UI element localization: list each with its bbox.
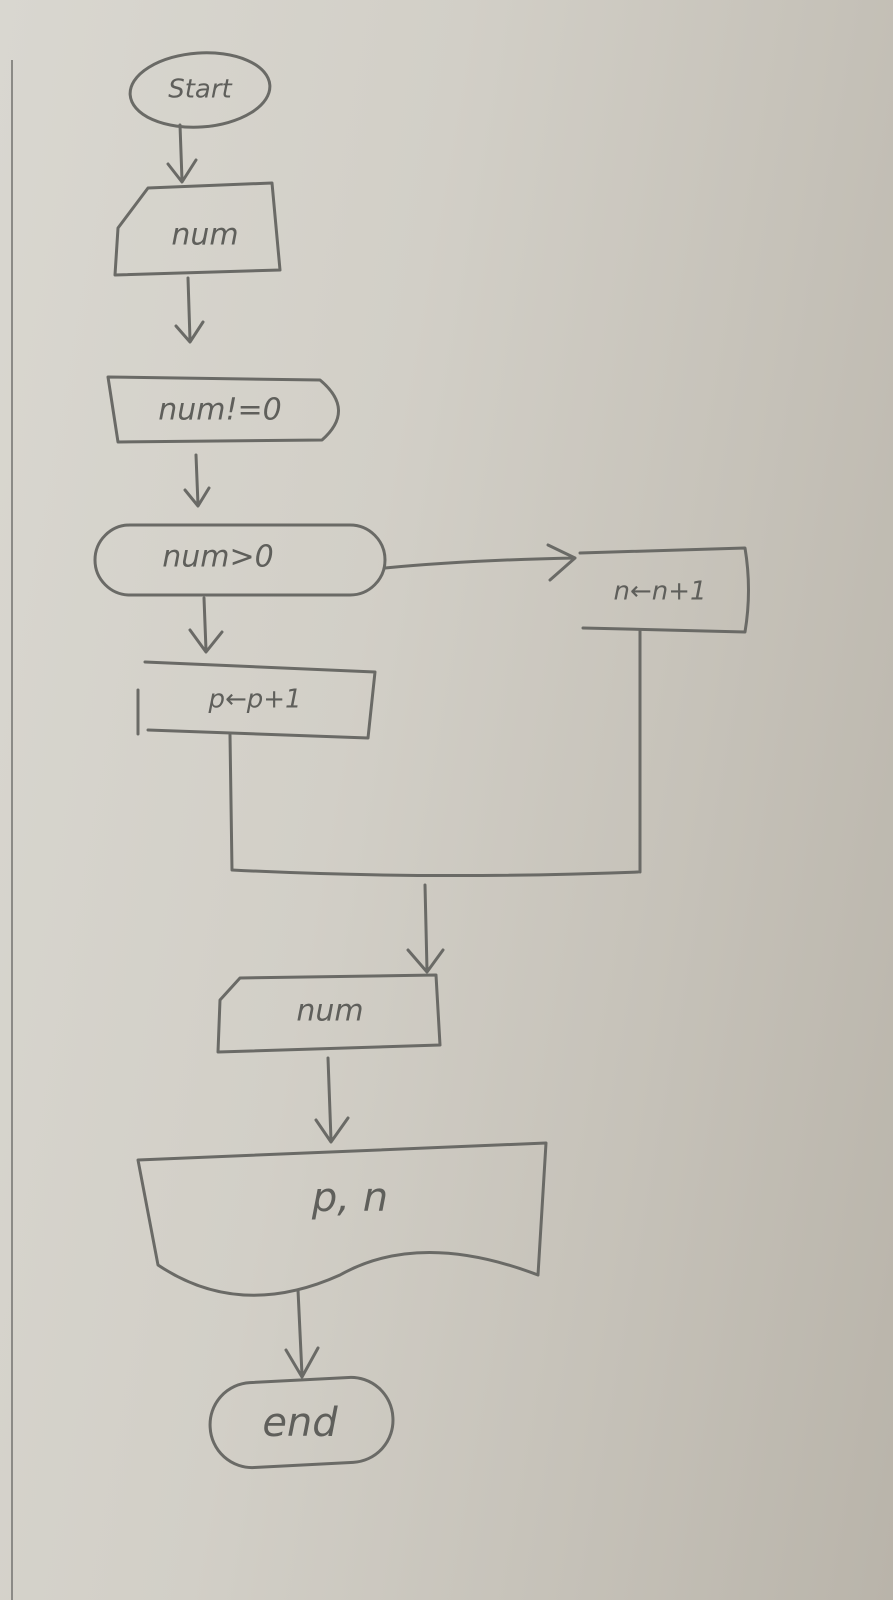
edge-positive-to-p <box>188 596 224 654</box>
input-num-label: num <box>171 218 238 253</box>
check-nonzero-label: num!=0 <box>158 393 282 428</box>
output-pn-node: p, n <box>136 1141 548 1297</box>
edge-input2-to-output <box>314 1056 350 1144</box>
end-label: end <box>262 1400 338 1446</box>
edge-start-to-input <box>166 123 198 184</box>
check-positive-label: num>0 <box>162 540 273 575</box>
start-node: Start <box>128 51 272 129</box>
increment-n-label: n←n+1 <box>613 577 706 607</box>
edge-input-to-nonzero <box>174 276 205 344</box>
edge-merge-to-input2 <box>406 883 445 974</box>
increment-p-node: p←p+1 <box>136 660 377 740</box>
end-node: end <box>208 1375 395 1470</box>
edge-nonzero-to-positive <box>183 453 211 508</box>
increment-n-node: n←n+1 <box>578 546 750 634</box>
output-pn-label: p, n <box>311 1175 388 1221</box>
edge-p-to-merge <box>228 733 640 878</box>
edge-positive-to-n <box>383 543 577 582</box>
edge-output-to-end <box>284 1288 320 1379</box>
check-nonzero-node: num!=0 <box>106 375 340 444</box>
increment-p-label: p←p+1 <box>207 685 301 715</box>
input-num-2-node: num <box>216 973 442 1054</box>
check-positive-node: num>0 <box>93 523 387 597</box>
start-label: Start <box>168 75 232 105</box>
input-num-node: num <box>113 181 282 277</box>
input-num-2-label: num <box>296 994 363 1029</box>
flowchart-edges <box>166 123 642 1379</box>
